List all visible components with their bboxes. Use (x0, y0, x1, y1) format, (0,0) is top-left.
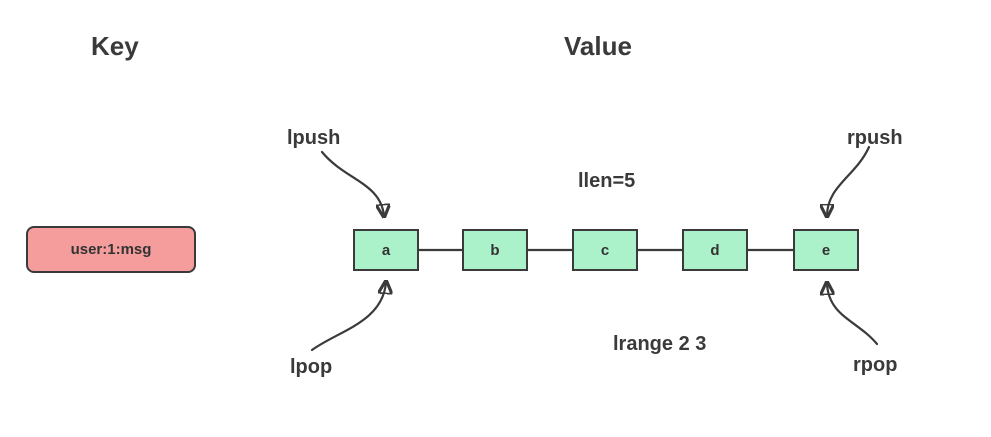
key-box-label: user:1:msg (70, 241, 152, 258)
rpop-arrow (827, 283, 879, 346)
llen-label: llen=5 (578, 170, 636, 192)
rpush-label: rpush (847, 127, 903, 149)
list-node-b: b (462, 229, 528, 271)
key-box: user:1:msg (26, 226, 196, 273)
list-node-e: e (793, 229, 859, 271)
rpop-label: rpop (853, 354, 898, 376)
list-node-d: d (682, 229, 748, 271)
lpop-arrow (310, 282, 386, 352)
lpop-label: lpop (290, 356, 333, 378)
list-node-label: b (490, 241, 500, 259)
list-node-a: a (353, 229, 419, 271)
list-node-label: c (600, 241, 610, 259)
list-node-c: c (572, 229, 638, 271)
lpush-label: lpush (287, 127, 341, 149)
rpush-arrow (827, 145, 871, 216)
value-column-header: Value (564, 31, 632, 61)
list-node-label: a (381, 241, 391, 259)
lrange-label: lrange 2 3 (613, 333, 707, 355)
list-node-label: e (821, 241, 831, 259)
key-column-header: Key (91, 31, 139, 61)
lpush-arrow (320, 150, 384, 216)
list-node-label: d (710, 241, 720, 259)
